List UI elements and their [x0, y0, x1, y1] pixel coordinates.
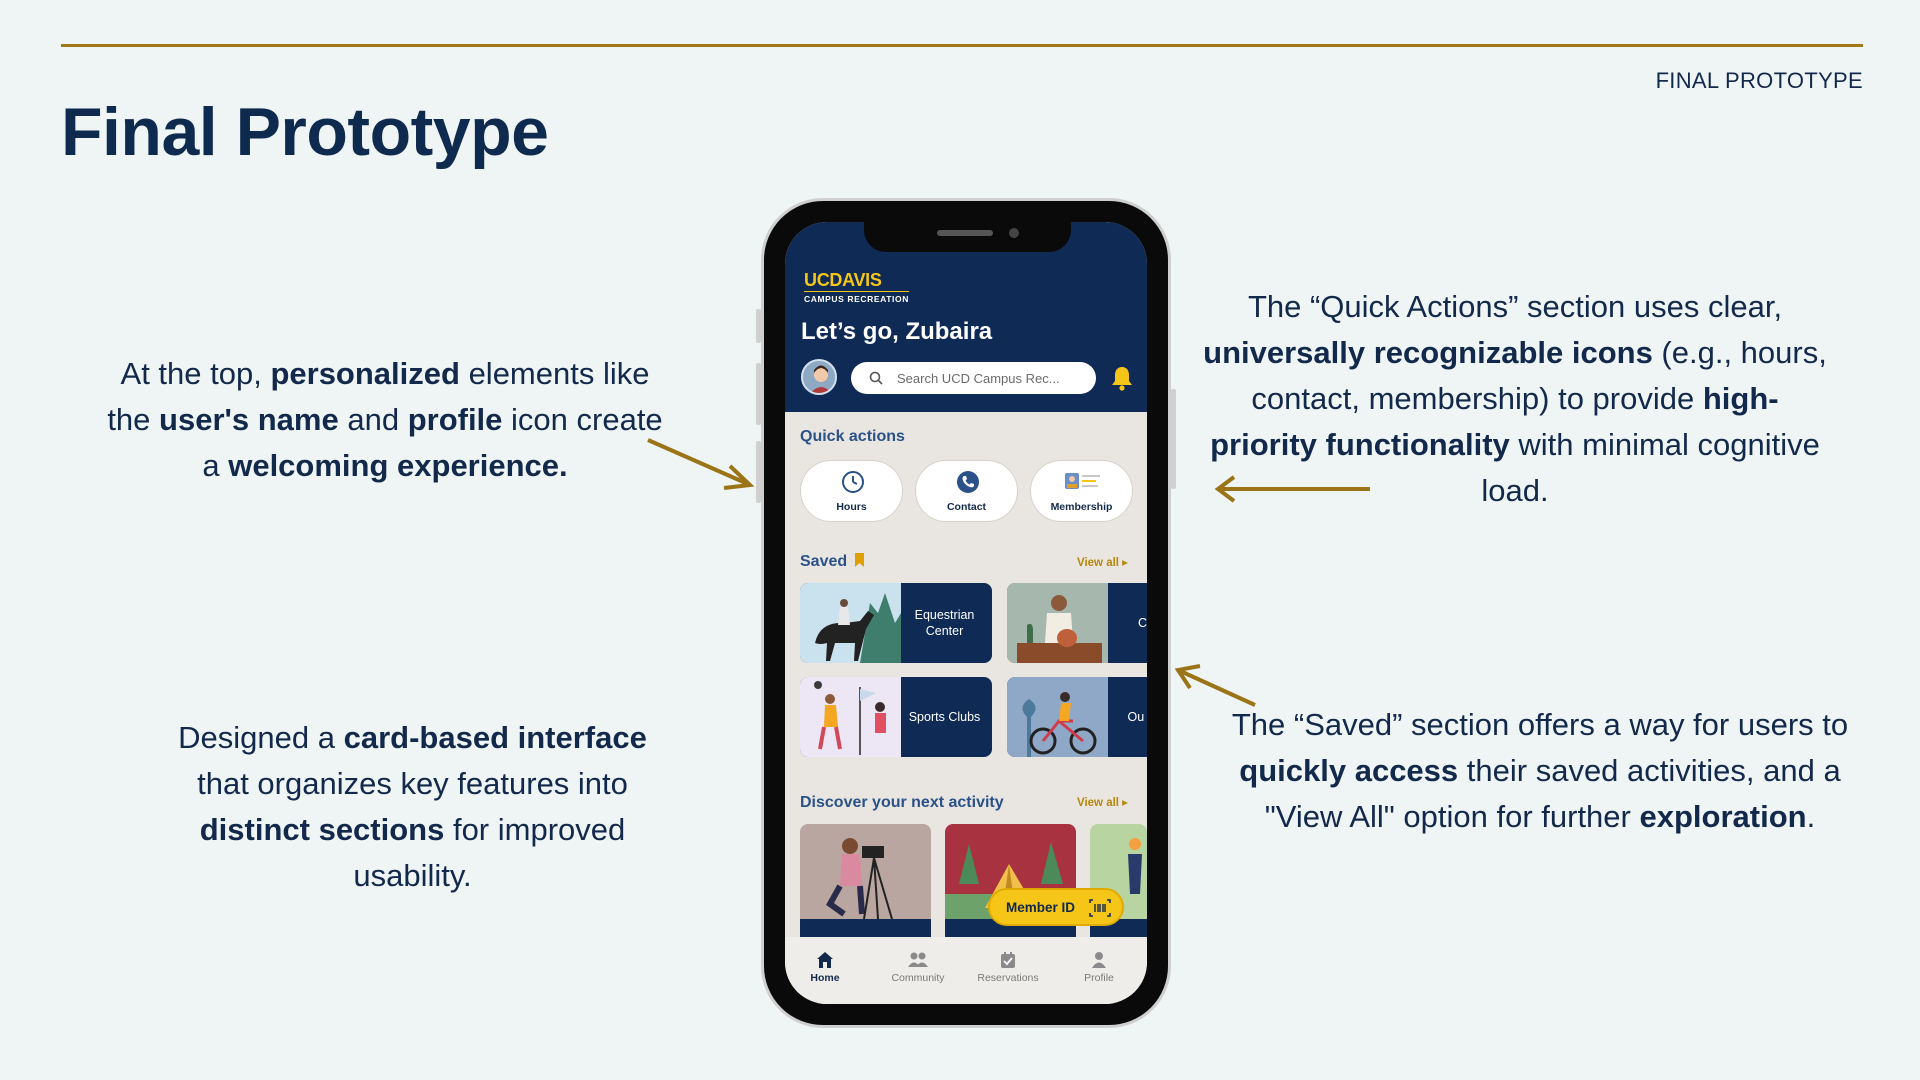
note-card-interface: Designed a card-based interface that org…	[150, 715, 675, 899]
note-text-run: elements like the	[107, 356, 650, 437]
barcode-icon	[1089, 899, 1111, 917]
tab-label: Home	[810, 972, 840, 984]
note-text-run: their saved activities, and a "View All"…	[1264, 753, 1841, 834]
note-text-run: distinct sections	[199, 812, 445, 847]
bookmark-icon	[854, 553, 864, 567]
home-icon	[817, 952, 833, 968]
membership-card-icon	[1065, 473, 1100, 489]
note-text-run: high-priority functionality	[1210, 381, 1779, 462]
phone-notch	[864, 222, 1071, 252]
tab-label: Profile	[1084, 972, 1114, 984]
note-text-run: At the top,	[120, 356, 271, 391]
phone-icon	[957, 471, 979, 493]
saved-card-label: Equestrian Center	[914, 608, 975, 638]
note-text-run: universally recognizable icons	[1203, 335, 1653, 370]
bell-icon[interactable]	[1110, 365, 1134, 391]
saved-card-equestrian[interactable]: Equestrian Center	[800, 583, 992, 663]
slide-header-label: FINAL PROTOTYPE	[1655, 68, 1863, 93]
profile-icon	[1092, 952, 1106, 968]
search-input[interactable]: Search UCD Campus Rec...	[851, 362, 1096, 394]
tab-home[interactable]: Home	[785, 951, 865, 984]
note-text-run: that organizes key features into	[197, 766, 628, 801]
bottom-tab-bar: Home Community Reservations	[785, 937, 1147, 1004]
avatar[interactable]	[801, 359, 837, 395]
header-rule	[61, 44, 1863, 47]
note-text-run: welcoming experience.	[228, 448, 568, 483]
saved-card-label: Sports Clubs	[908, 710, 981, 724]
note-text-run: user's name	[159, 402, 339, 437]
saved-card-label: Ou Adve	[1127, 710, 1147, 724]
saved-view-all-link[interactable]: View all ▸	[1077, 557, 1128, 569]
community-icon	[908, 952, 928, 967]
note-text-run: The “Saved” section offers a way for use…	[1231, 707, 1849, 742]
note-text-run: quickly access	[1239, 753, 1459, 788]
note-text-run: with minimal cognitive load.	[1481, 427, 1820, 508]
arrow-to-header-icon	[647, 438, 755, 490]
note-text-run: and	[338, 402, 408, 437]
quick-action-contact-button[interactable]: Contact	[915, 460, 1018, 522]
quick-action-label: Contact	[946, 501, 987, 513]
equestrian-image	[800, 583, 901, 663]
photography-image	[800, 824, 931, 937]
discover-view-all-link[interactable]: View all ▸	[1077, 797, 1128, 809]
reservations-icon	[1001, 952, 1015, 968]
saved-title: Saved	[800, 553, 865, 571]
member-id-label: Member ID	[1006, 900, 1076, 915]
tab-profile[interactable]: Profile	[1059, 951, 1139, 984]
clock-icon	[842, 471, 864, 493]
greeting-text: Let’s go, Zubaira	[801, 318, 993, 345]
outdoor-adventures-image	[1007, 677, 1108, 757]
note-text-run: The “Quick Actions” section uses clear,	[1247, 289, 1783, 324]
app-header: UCDAVIS CAMPUS RECREATION Let’s go, Zuba…	[785, 222, 1147, 412]
sports-clubs-image	[800, 677, 901, 757]
search-placeholder: Search UCD Campus Rec...	[897, 371, 1060, 386]
quick-action-membership-button[interactable]: Membership	[1030, 460, 1133, 522]
activity-card-photography[interactable]	[800, 824, 931, 937]
tab-label: Community	[891, 972, 945, 984]
arrow-to-quick-actions-icon	[1214, 475, 1370, 503]
note-text-run: exploration	[1639, 799, 1807, 834]
note-text-run: Designed a	[178, 720, 344, 755]
note-saved: The “Saved” section offers a way for use…	[1230, 702, 1850, 840]
search-icon	[869, 371, 883, 385]
note-text-run: (e.g., hours, contact, membership) to pr…	[1251, 335, 1827, 416]
member-id-button[interactable]: Member ID	[988, 888, 1124, 926]
note-text-run: for improved usability.	[353, 812, 626, 893]
slide-title: Final Prototype	[61, 94, 549, 170]
quick-action-label: Hours	[836, 501, 867, 513]
saved-card-sports-clubs[interactable]: Sports Clubs	[800, 677, 992, 757]
brand-logo: UCDAVIS	[804, 270, 882, 290]
tab-label: Reservations	[977, 972, 1039, 984]
quick-action-hours-button[interactable]: Hours	[800, 460, 903, 522]
note-text-run: card-based interface	[343, 720, 647, 755]
note-text-run: profile	[407, 402, 503, 437]
note-personalized: At the top, personalized elements like t…	[95, 351, 675, 489]
saved-card-craft[interactable]: Craft	[1007, 583, 1147, 663]
note-text-run: personalized	[270, 356, 460, 391]
arrow-to-saved-icon	[1174, 664, 1256, 707]
note-quick-actions: The “Quick Actions” section uses clear, …	[1200, 284, 1830, 514]
craft-image	[1007, 583, 1108, 663]
phone-screen: UCDAVIS CAMPUS RECREATION Let’s go, Zuba…	[785, 222, 1147, 1004]
phone-mockup: UCDAVIS CAMPUS RECREATION Let’s go, Zuba…	[756, 198, 1176, 1028]
note-text-run: .	[1806, 799, 1816, 834]
brand-subtitle: CAMPUS RECREATION	[804, 291, 909, 304]
discover-title: Discover your next activity	[800, 794, 1004, 811]
saved-card-label: Craft	[1137, 616, 1147, 630]
quick-actions-title: Quick actions	[800, 428, 905, 445]
tab-reservations[interactable]: Reservations	[968, 951, 1048, 984]
quick-action-label: Membership	[1050, 501, 1113, 513]
tab-community[interactable]: Community	[878, 951, 958, 984]
note-text-run: icon create a	[202, 402, 663, 483]
saved-card-outdoor-adventures[interactable]: Ou Adve	[1007, 677, 1147, 757]
